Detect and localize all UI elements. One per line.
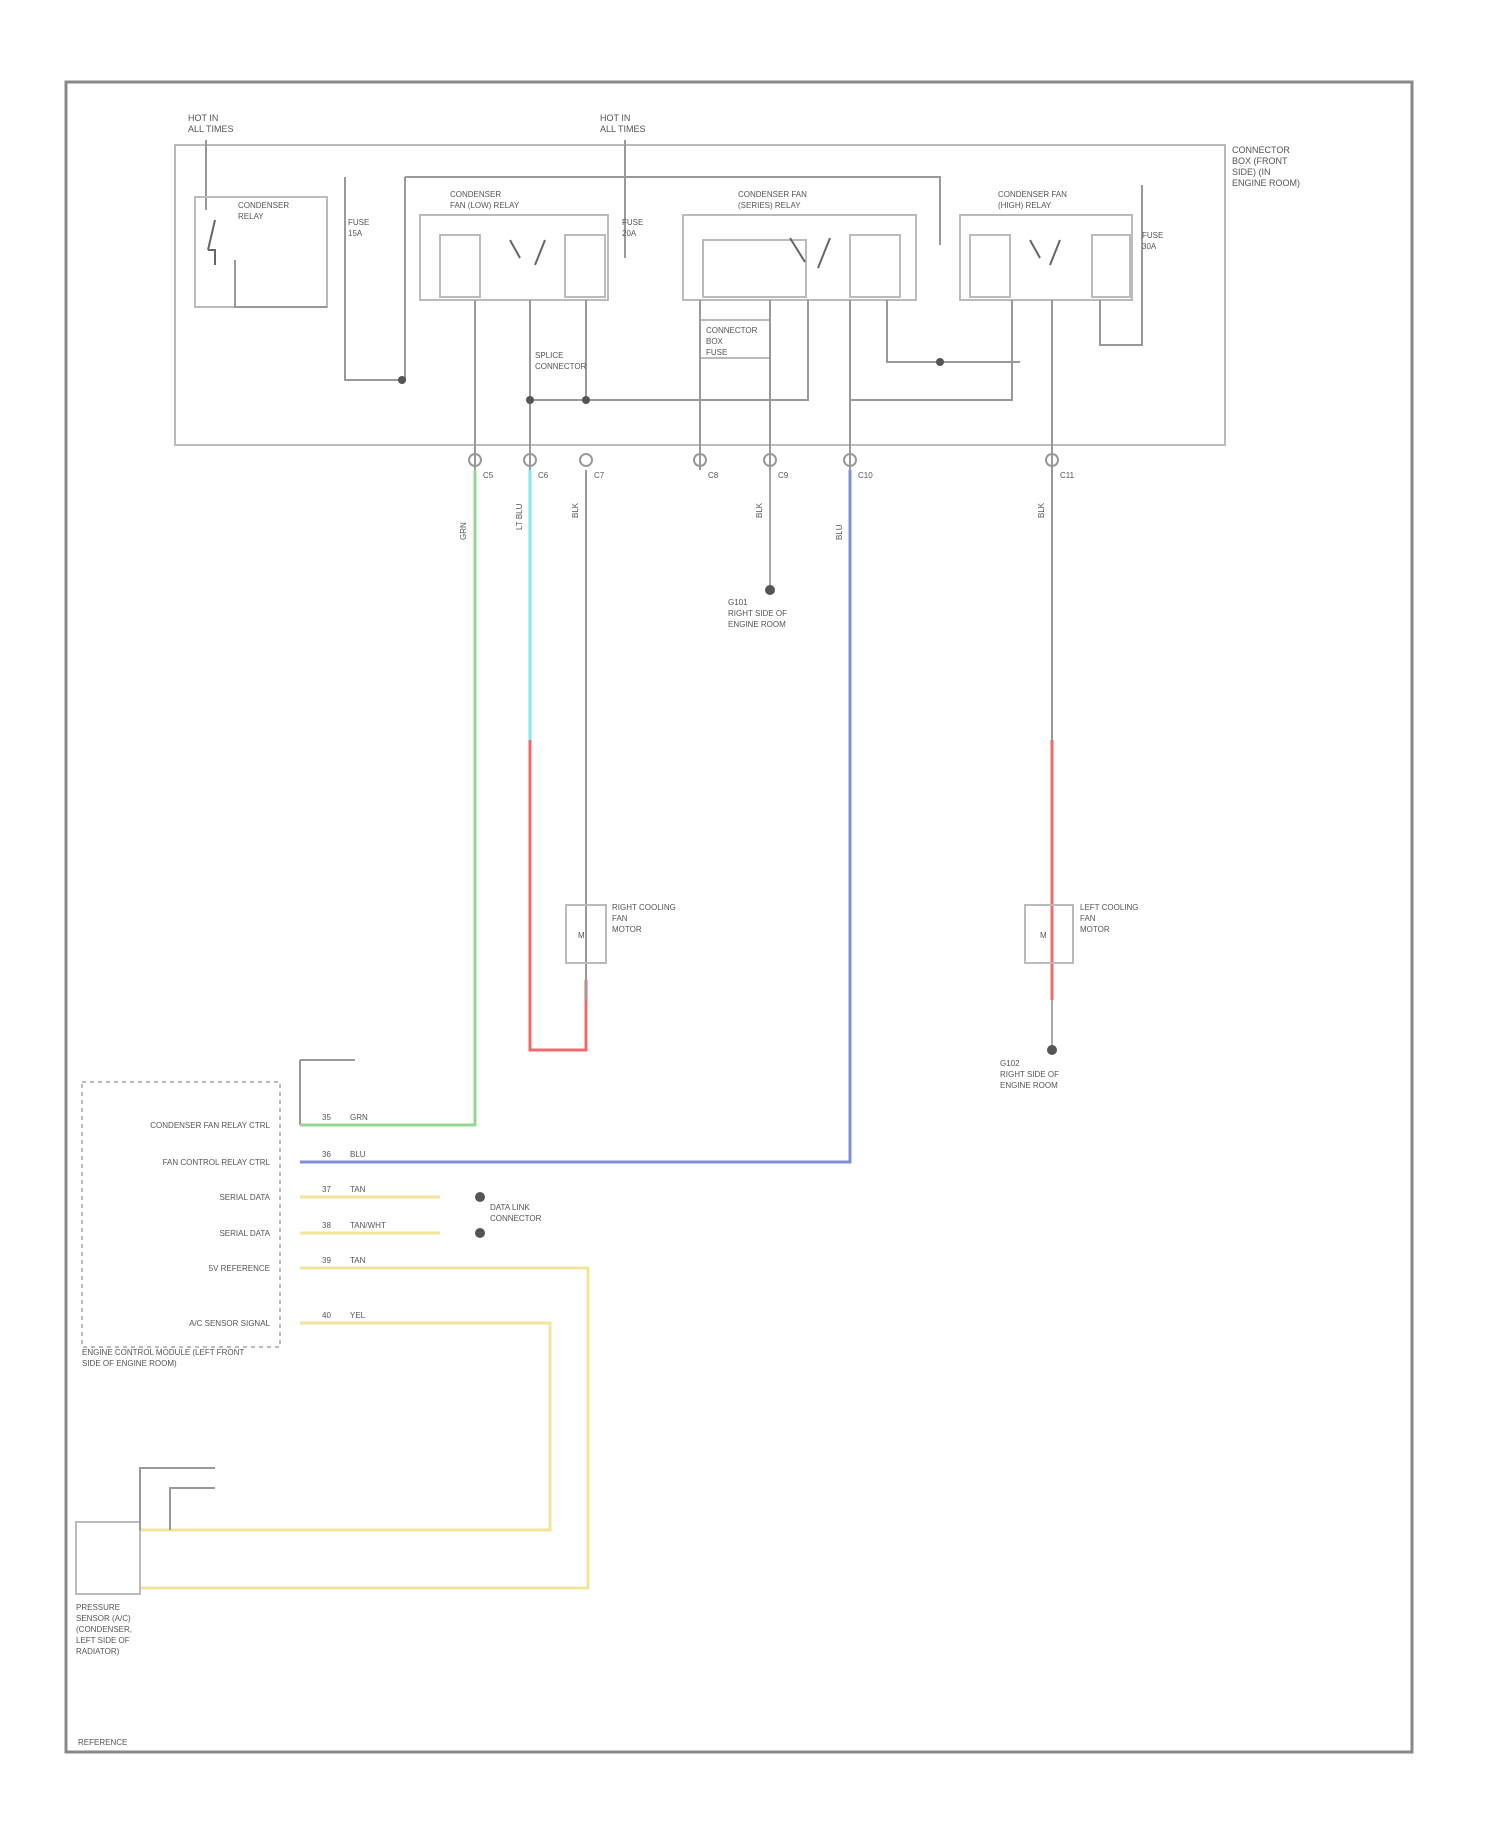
data-link-dot-1 <box>475 1192 485 1202</box>
right-fan-motor-symbol: M <box>578 931 585 940</box>
pin-label-6: C10 <box>858 471 873 480</box>
pin-3 <box>580 454 592 466</box>
wire-label-1: GRN <box>459 522 468 540</box>
footer-label: REFERENCE <box>78 1738 127 1747</box>
wire-label-4: BLK <box>755 502 764 518</box>
ecm-signal-label-6: A/C SENSOR SIGNAL <box>189 1319 270 1328</box>
relay-high-box <box>960 215 1132 300</box>
pin-label-2: C6 <box>538 471 549 480</box>
ecm-signal-label-3: SERIAL DATA <box>219 1193 270 1202</box>
ecm-signal-label-4: SERIAL DATA <box>219 1229 270 1238</box>
pin-label-1: C5 <box>483 471 494 480</box>
pressure-sensor-box <box>76 1522 140 1594</box>
wire-label-3: BLK <box>571 502 580 518</box>
relay-low-box <box>420 215 608 300</box>
ecm-pin-3: 37 <box>322 1185 331 1194</box>
ecm-signal-label-5: 5V REFERENCE <box>209 1264 270 1273</box>
ecm-pin-5: 39 <box>322 1256 331 1265</box>
ecm-signal-rows: CONDENSER FAN RELAY CTRL 35 GRN FAN CONTROL… <box>150 1113 485 1328</box>
connector-pins: C5 C6 C7 C8 C9 C10 C11 <box>469 454 1075 480</box>
data-link-dot-2 <box>475 1228 485 1238</box>
pin-label-5: C9 <box>778 471 789 480</box>
left-fan-motor-symbol: M <box>1040 931 1047 940</box>
ecm-wire-1: GRN <box>350 1113 368 1122</box>
pin-label-3: C7 <box>594 471 605 480</box>
pin-label-7: C11 <box>1060 471 1075 480</box>
relay-high-label: CONDENSER FAN(HIGH) RELAY <box>998 190 1067 210</box>
relay-series-label: CONDENSER FAN(SERIES) RELAY <box>738 190 807 210</box>
ecm-wire-5: TAN <box>350 1256 366 1265</box>
wire-label-5: BLU <box>835 524 844 540</box>
ecm-pin-2: 36 <box>322 1150 331 1159</box>
left-fan-motor <box>1025 905 1073 963</box>
ecm-pin-6: 40 <box>322 1311 331 1320</box>
ecm-wire-6: YEL <box>350 1311 366 1320</box>
ecm-pin-4: 38 <box>322 1221 331 1230</box>
wire-label-6: BLK <box>1037 502 1046 518</box>
ecm-wire-2: BLU <box>350 1150 366 1159</box>
wire-label-2: LT BLU <box>515 503 524 530</box>
ecm-signal-label-2: FAN CONTROL RELAY CTRL <box>163 1158 271 1167</box>
relay-series-box <box>683 215 916 300</box>
pin-label-4: C8 <box>708 471 719 480</box>
ecm-wire-3: TAN <box>350 1185 366 1194</box>
ecm-signal-label-1: CONDENSER FAN RELAY CTRL <box>150 1121 270 1130</box>
ecm-wire-4: TAN/WHT <box>350 1221 386 1230</box>
ecm-pin-1: 35 <box>322 1113 331 1122</box>
